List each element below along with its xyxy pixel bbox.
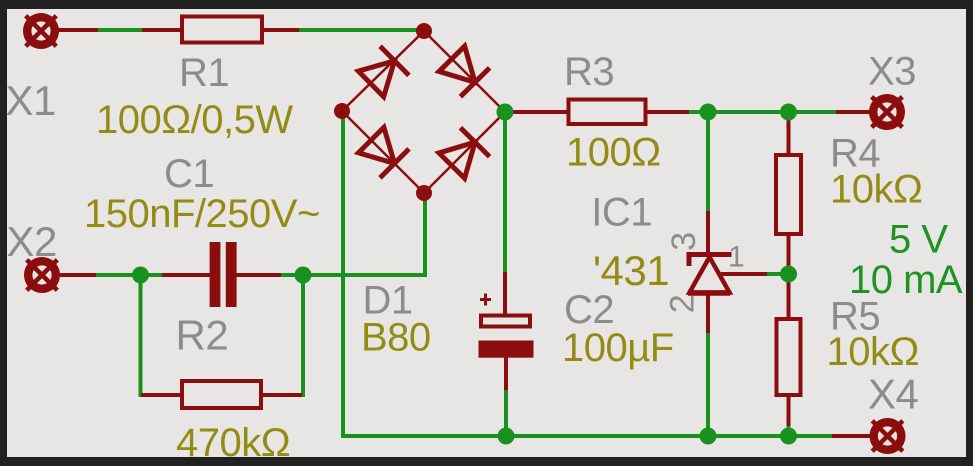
svg-text:R1: R1 — [179, 51, 229, 95]
svg-text:R4: R4 — [830, 132, 880, 176]
svg-text:100Ω: 100Ω — [566, 131, 661, 175]
svg-text:10 mA: 10 mA — [849, 258, 963, 302]
svg-text:100µF: 100µF — [562, 326, 674, 370]
svg-text:470kΩ: 470kΩ — [176, 421, 290, 465]
svg-text:C2: C2 — [564, 288, 614, 332]
svg-text:10kΩ: 10kΩ — [830, 168, 922, 212]
svg-text:R3: R3 — [564, 50, 614, 94]
svg-text:X4: X4 — [868, 371, 919, 418]
svg-text:R2: R2 — [176, 312, 229, 359]
svg-text:X3: X3 — [868, 50, 916, 94]
svg-text:R5: R5 — [830, 295, 880, 339]
svg-text:C1: C1 — [164, 152, 214, 196]
svg-text:X2: X2 — [7, 218, 57, 265]
svg-text:5 V: 5 V — [889, 218, 948, 262]
svg-text:B80: B80 — [361, 316, 431, 360]
svg-text:3: 3 — [665, 232, 703, 250]
svg-text:'431: '431 — [593, 247, 669, 294]
svg-text:D1: D1 — [363, 279, 413, 323]
svg-text:150nF/250V~: 150nF/250V~ — [84, 192, 320, 236]
svg-text:2: 2 — [664, 295, 702, 313]
svg-text:IC1: IC1 — [591, 191, 652, 235]
svg-text:100Ω/0,5W: 100Ω/0,5W — [96, 98, 293, 142]
svg-text:X1: X1 — [6, 77, 56, 124]
svg-text:10kΩ: 10kΩ — [827, 330, 919, 374]
svg-text:1: 1 — [728, 241, 744, 274]
